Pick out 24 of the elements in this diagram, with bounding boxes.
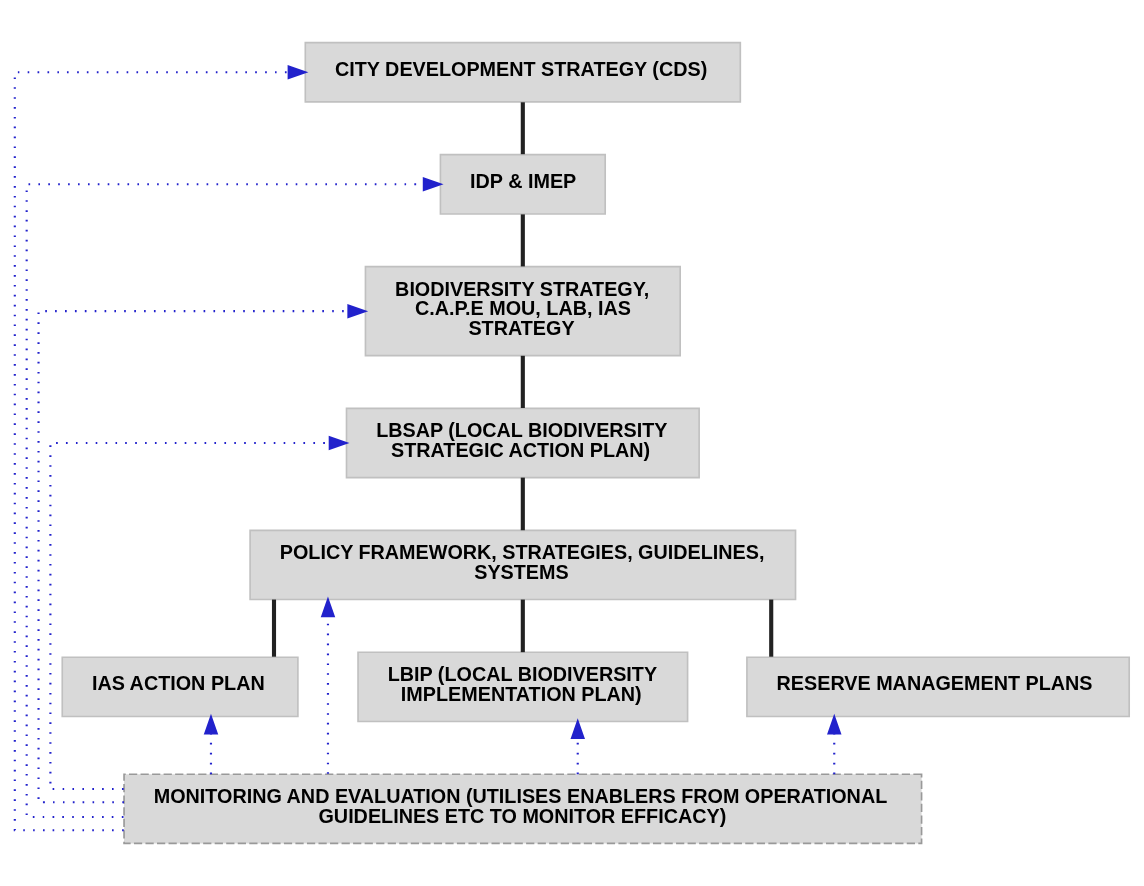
node-box: LBSAP (LOCAL BIODIVERSITY STRATEGIC ACTION PLAN) [345, 407, 700, 479]
arrow [570, 718, 585, 775]
node-box: MONITORING AND EVALUATION (UTILISES ENABLERS FROM OPERATIONAL GUIDELINES ETC TO MONITOR EFFICACY) [123, 773, 923, 845]
connector [769, 599, 774, 657]
arrow [203, 713, 219, 775]
connector [520, 355, 525, 408]
connector [520, 599, 525, 653]
node-box: LBIP (LOCAL BIODIVERSITY IMPLEMENTATION PLAN) [357, 651, 689, 723]
arrow [320, 596, 336, 774]
arrow [37, 303, 369, 804]
node-box: RESERVE MANAGEMENT PLANS [746, 656, 1130, 718]
connector [520, 102, 525, 155]
connector [520, 214, 525, 267]
node-box: IAS ACTION PLAN [61, 656, 299, 718]
node-box: CITY DEVELOPMENT STRATEGY (CDS) [304, 41, 742, 103]
arrow [49, 435, 350, 791]
arrow [13, 64, 309, 832]
node-box: BIODIVERSITY STRATEGY, C.A.P.E MOU, LAB, IAS STRATEGY [364, 265, 681, 357]
node-box: POLICY FRAMEWORK, STRATEGIES, GUIDELINES, SYSTEMS [249, 529, 797, 601]
connector [271, 599, 277, 657]
arrow [826, 713, 842, 775]
node-box: IDP & IMEP [439, 153, 607, 215]
connector [520, 477, 525, 531]
arrow [25, 177, 444, 819]
